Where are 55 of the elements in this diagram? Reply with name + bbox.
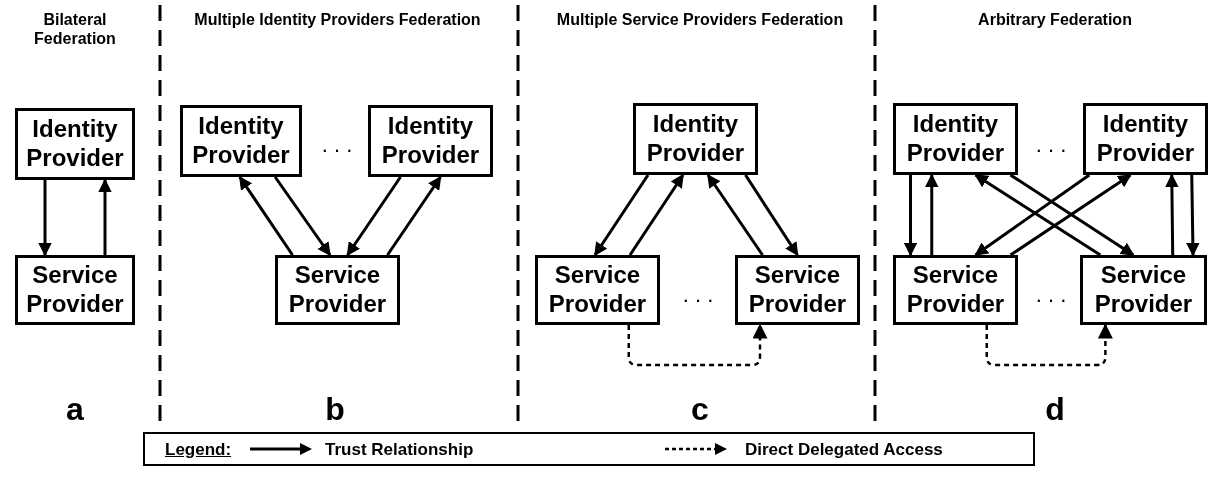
ellipsis: . . . [1034,282,1068,309]
box-label: Service Provider [25,261,125,319]
panel-letter: b [324,390,346,429]
box-label: Service Provider [905,261,1006,319]
panel-letter: c [690,390,710,429]
legend-heading: Legend: [165,440,232,460]
provider-box [893,103,1018,175]
dashed-arrow [985,323,1113,367]
provider-box [368,105,493,177]
legend-text: Trust Relationship [325,440,474,460]
dashed-arrow [627,323,768,367]
box-label: Identity Provider [645,110,746,168]
arrow [1165,173,1179,256]
box-label: Identity Provider [25,115,125,173]
ellipsis: . . . [681,282,715,309]
provider-box [1080,255,1207,325]
arrow [273,176,332,257]
arrow [903,175,918,257]
provider-box [535,255,660,325]
box-label: Service Provider [1093,261,1194,319]
arrow [706,173,764,256]
provider-box [633,103,758,175]
arrow [628,173,685,256]
ellipsis: . . . [1034,132,1068,159]
box-label: Identity Provider [905,110,1006,168]
arrow [346,176,402,257]
box-label: Service Provider [747,261,848,319]
arrow [386,175,442,256]
panel-title: Bilateral Federation [33,10,117,49]
panel-title: Arbitrary Federation [977,10,1133,30]
provider-box [893,255,1018,325]
box-label: Identity Provider [191,112,291,170]
provider-box [180,105,302,177]
box-label: Service Provider [547,261,648,319]
panel-title: Multiple Service Providers Federation [555,10,845,30]
box-label: Identity Provider [380,112,481,170]
arrow [744,174,799,257]
arrow [98,178,112,255]
arrow [925,173,939,255]
panel-letter: d [1044,390,1066,429]
arrow [38,180,52,257]
arrow [1186,174,1200,257]
ellipsis: . . . [320,132,354,159]
box-label: Service Provider [287,261,388,319]
arrow [593,174,650,257]
provider-box [1083,103,1208,175]
panel-letter: a [65,390,85,429]
provider-box [735,255,860,325]
arrow [238,175,294,256]
box-label: Identity Provider [1095,110,1196,168]
panel-title: Multiple Identity Providers Federation [193,10,482,30]
provider-box [15,108,135,180]
provider-box [15,255,135,325]
legend-text: Direct Delegated Access [745,440,943,460]
provider-box [275,255,400,325]
